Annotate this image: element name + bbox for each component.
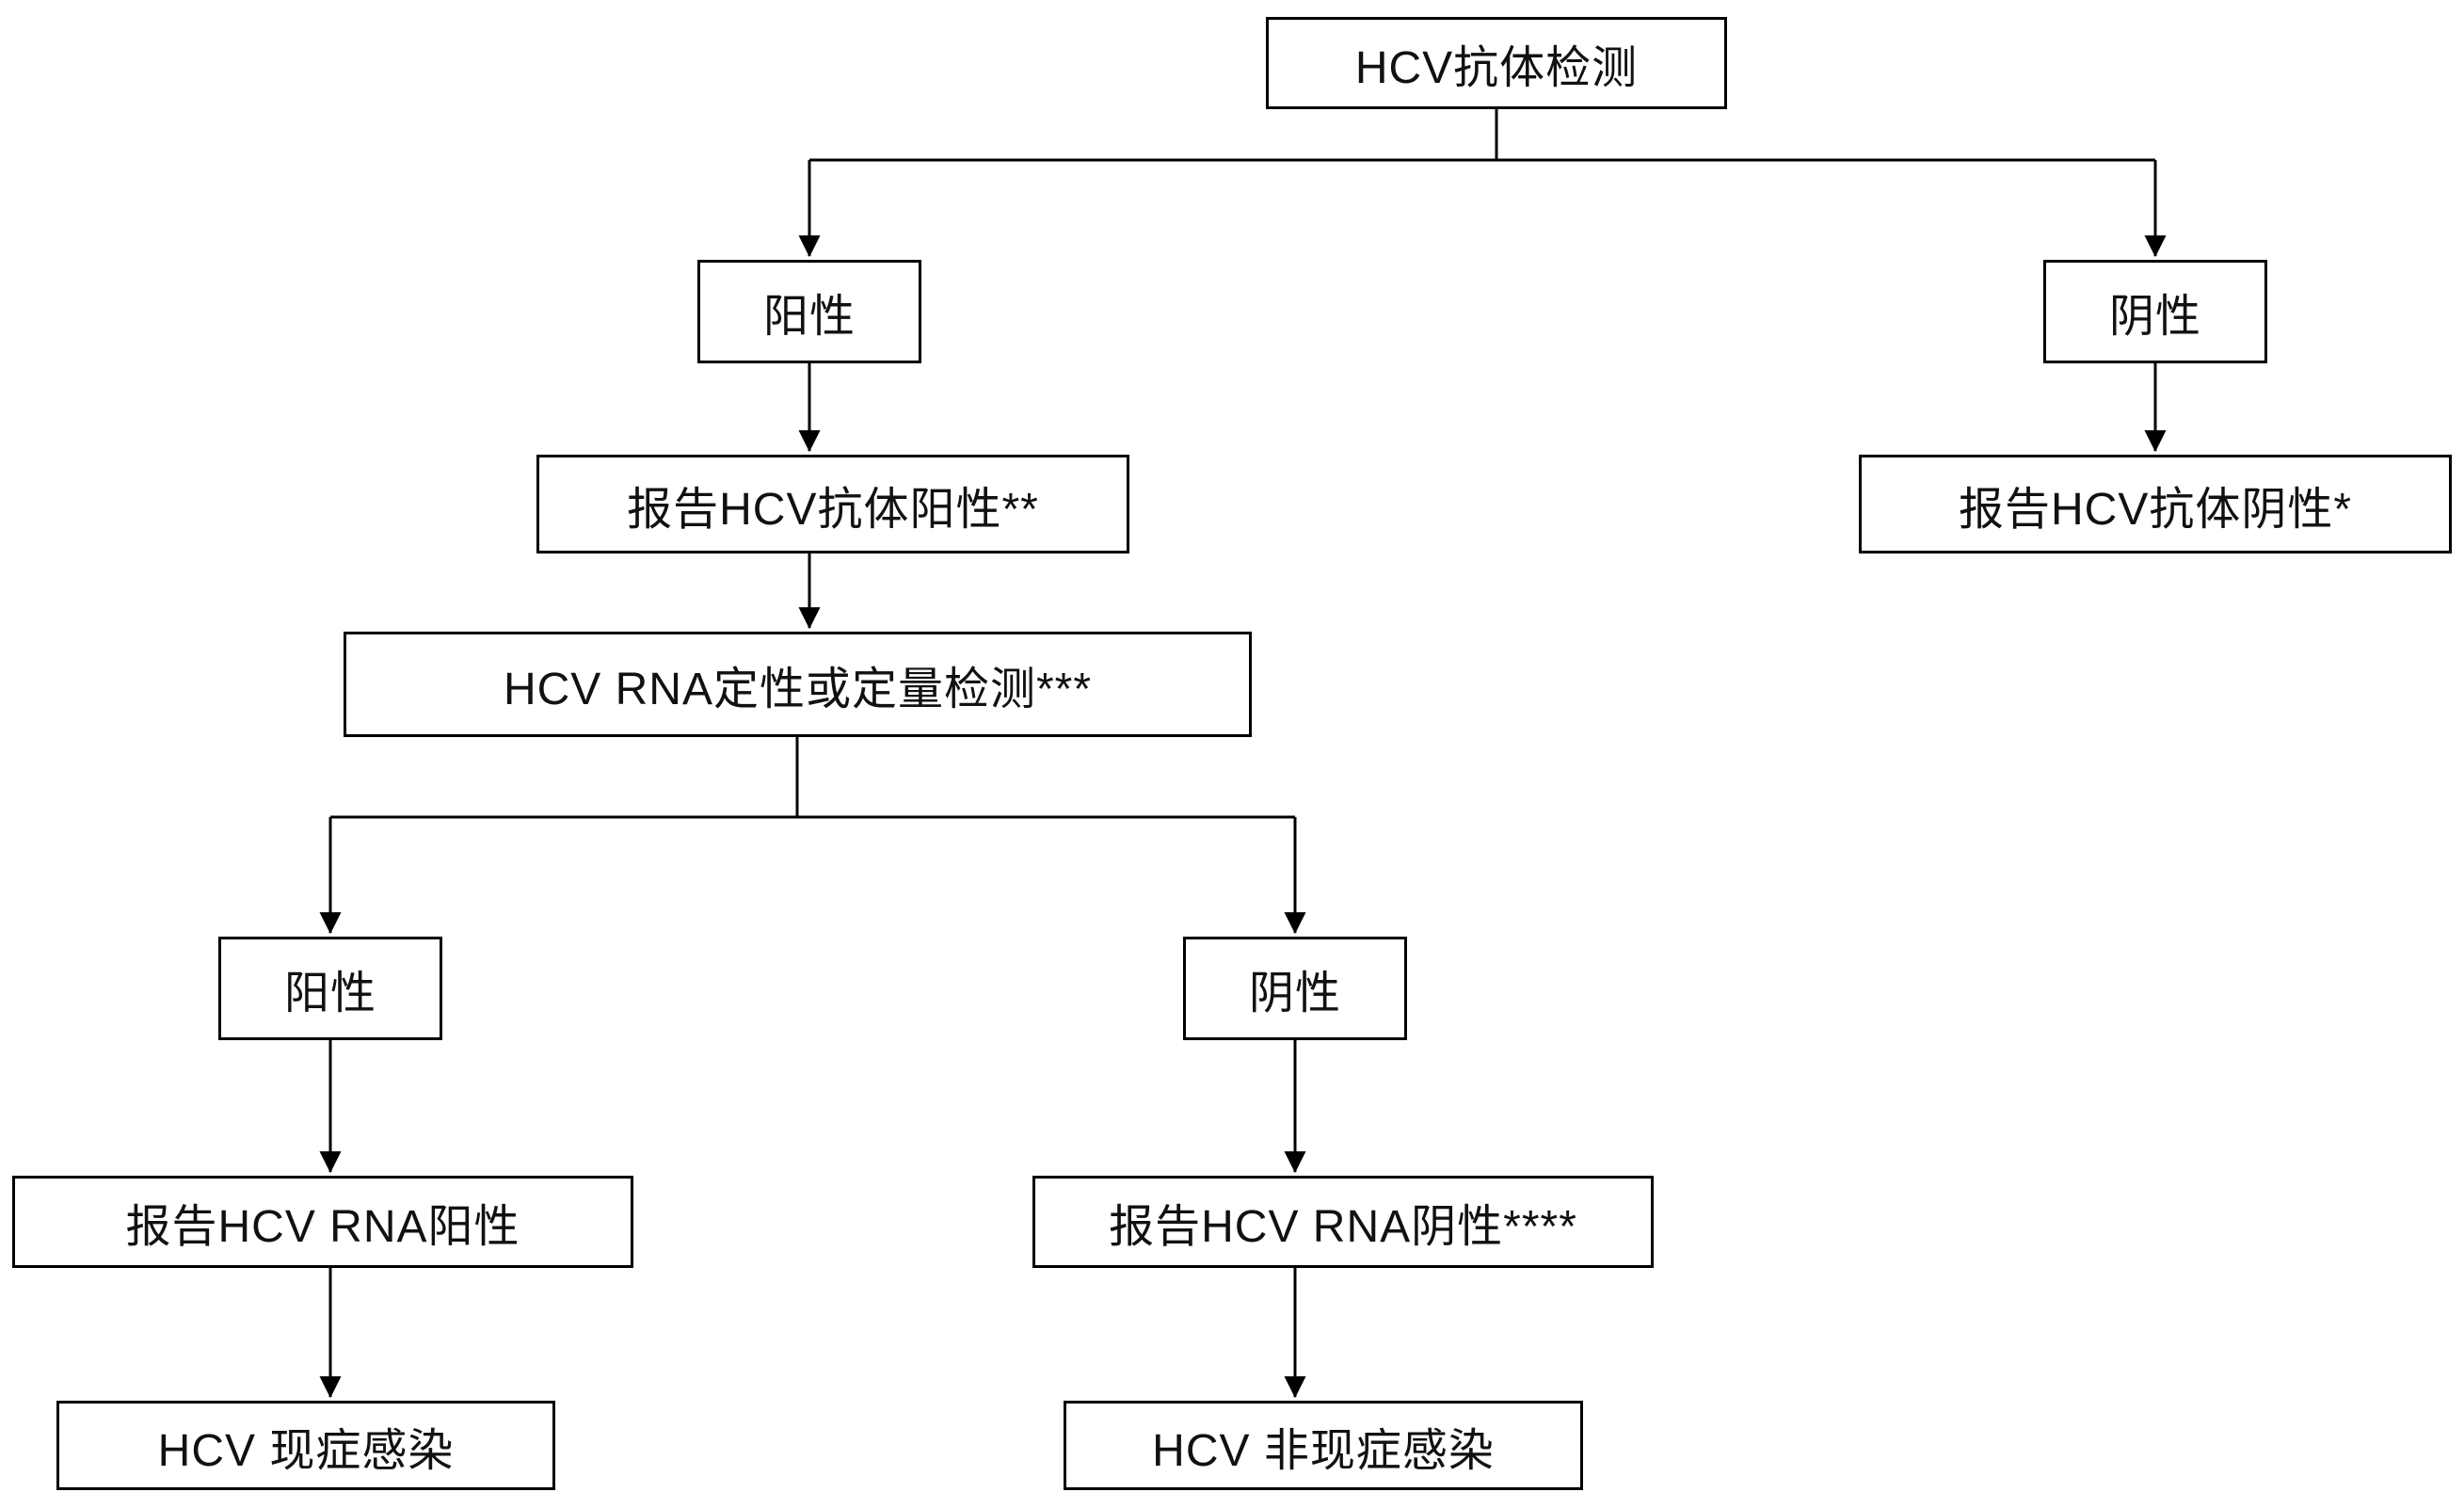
node-hcv-antibody-test: HCV抗体检测 [1266,17,1727,109]
node-rna-negative: 阴性 [1183,937,1407,1040]
node-antibody-negative: 阴性 [2043,260,2267,363]
node-report-antibody-negative: 报告HCV抗体阴性* [1859,455,2452,553]
node-report-rna-negative: 报告HCV RNA阴性**** [1032,1176,1654,1268]
node-rna-test: HCV RNA定性或定量检测*** [344,632,1252,737]
node-report-rna-positive: 报告HCV RNA阳性 [12,1176,633,1268]
node-not-current-infection: HCV 非现症感染 [1064,1401,1583,1490]
node-report-antibody-positive: 报告HCV抗体阳性** [536,455,1129,553]
node-rna-positive: 阳性 [218,937,442,1040]
node-current-infection: HCV 现症感染 [56,1401,555,1490]
node-antibody-positive: 阳性 [697,260,921,363]
